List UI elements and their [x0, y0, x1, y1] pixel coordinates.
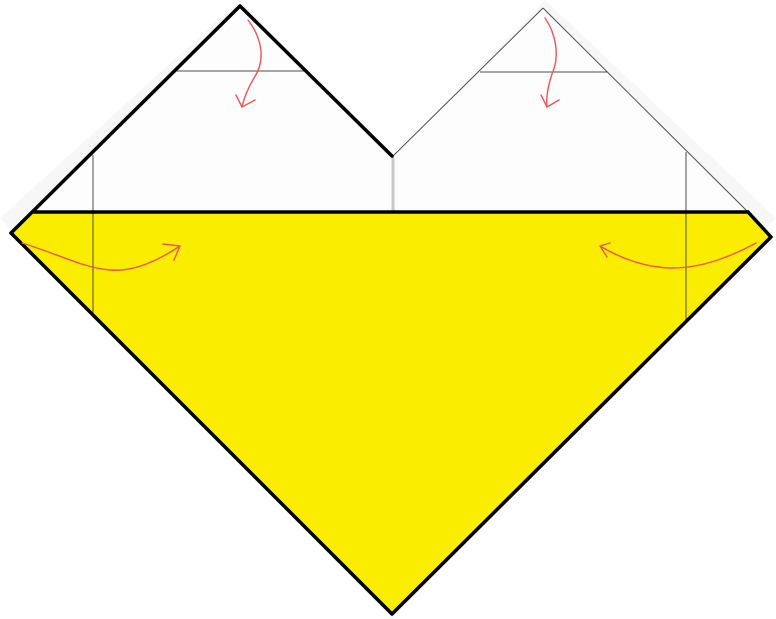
thick-outline [9, 4, 773, 616]
right-corner-fold-arrow [599, 242, 757, 269]
bottom-outline [9, 210, 773, 616]
right-upper-edge [542, 7, 749, 213]
right-inner-slope [391, 7, 544, 158]
yellow-lower-paper [11, 212, 771, 614]
crease-lines [92, 7, 749, 320]
white-upper-paper [34, 6, 748, 212]
fold-arrows [21, 17, 757, 271]
top-right-flap-fold-arrow [540, 17, 560, 108]
top-left-flap-fold-arrow [235, 19, 262, 108]
left-corner-fold-arrow [21, 242, 181, 271]
left-outline [9, 4, 394, 235]
